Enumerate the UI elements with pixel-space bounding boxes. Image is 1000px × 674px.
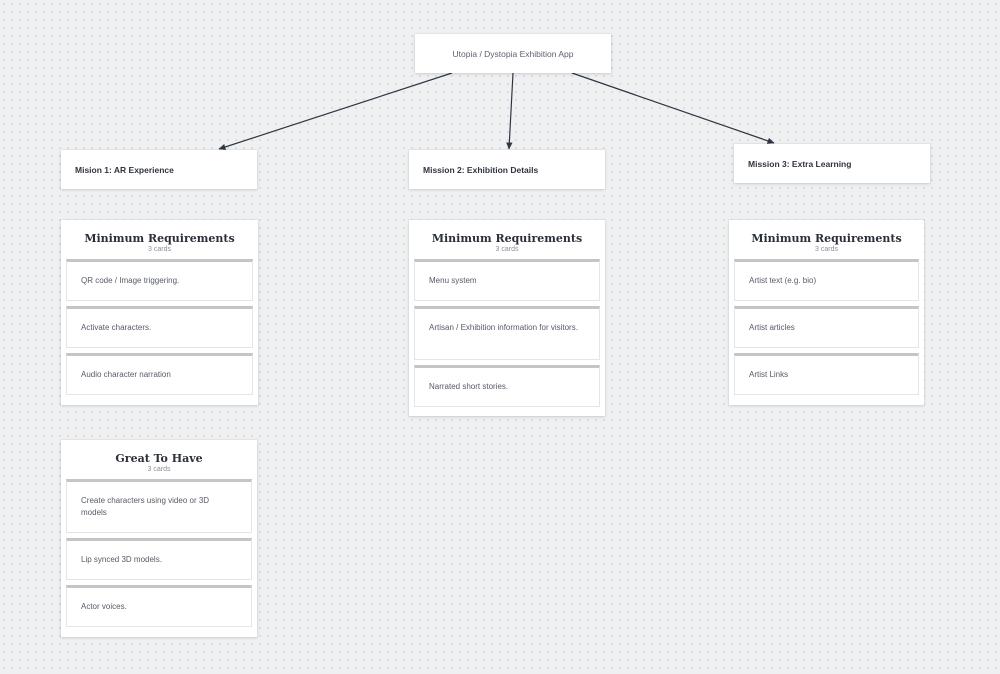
card-text: Artisan / Exhibition information for vis… bbox=[429, 323, 578, 332]
card[interactable]: Audio character narration bbox=[66, 353, 253, 395]
card[interactable]: Menu system bbox=[414, 259, 600, 301]
card[interactable]: Artist articles bbox=[734, 306, 919, 348]
card-text: Create characters using video or 3D mode… bbox=[81, 496, 210, 517]
card-text: QR code / Image triggering. bbox=[81, 276, 180, 285]
group-title: Minimum Requirements bbox=[84, 232, 235, 245]
group-card-count: 3 cards bbox=[148, 246, 171, 253]
card[interactable]: Artist Links bbox=[734, 353, 919, 395]
group-title: Minimum Requirements bbox=[431, 232, 583, 245]
card-group-mission-1-minimum[interactable]: Minimum Requirements 3 cards QR code / I… bbox=[61, 220, 258, 405]
connector-arrow-mission-1 bbox=[218, 72, 453, 151]
card-text: Actor voices. bbox=[81, 602, 127, 611]
card-text: Lip synced 3D models. bbox=[81, 555, 162, 564]
mission-node-1[interactable]: Mision 1: AR Experience bbox=[61, 150, 257, 189]
card[interactable]: Lip synced 3D models. bbox=[66, 538, 252, 580]
mission-node-label: Mision 1: AR Experience bbox=[75, 164, 174, 175]
card-text: Audio character narration bbox=[81, 370, 171, 379]
mission-node-3[interactable]: Mission 3: Extra Learning bbox=[734, 144, 930, 183]
mission-node-2[interactable]: Mission 2: Exhibition Details bbox=[409, 150, 605, 189]
card[interactable]: Artist text (e.g. bio) bbox=[734, 259, 919, 301]
card-text: Narrated short stories. bbox=[429, 382, 509, 391]
card-group-mission-2-minimum[interactable]: Minimum Requirements 3 cards Menu system… bbox=[409, 220, 605, 416]
mission-node-label: Mission 2: Exhibition Details bbox=[423, 164, 539, 175]
card-group-mission-3-minimum[interactable]: Minimum Requirements 3 cards Artist text… bbox=[729, 220, 924, 405]
root-node[interactable]: Utopia / Dystopia Exhibition App bbox=[415, 34, 611, 73]
group-title: Minimum Requirements bbox=[751, 232, 902, 245]
card-text: Activate characters. bbox=[81, 323, 152, 332]
card[interactable]: Create characters using video or 3D mode… bbox=[66, 479, 252, 533]
card[interactable]: Actor voices. bbox=[66, 585, 252, 627]
group-card-count: 3 cards bbox=[147, 466, 171, 473]
card[interactable]: Activate characters. bbox=[66, 306, 253, 348]
card[interactable]: Narrated short stories. bbox=[414, 365, 600, 407]
connector-arrow-mission-2 bbox=[506, 72, 514, 150]
card-text: Artist articles bbox=[749, 323, 795, 332]
root-node-label: Utopia / Dystopia Exhibition App bbox=[452, 48, 574, 59]
card[interactable]: QR code / Image triggering. bbox=[66, 259, 253, 301]
group-card-count: 3 cards bbox=[495, 246, 519, 253]
card-text: Artist Links bbox=[749, 370, 789, 379]
connector-arrow-mission-3 bbox=[571, 72, 775, 144]
card-text: Artist text (e.g. bio) bbox=[749, 276, 817, 285]
card[interactable]: Artisan / Exhibition information for vis… bbox=[414, 306, 600, 360]
card-group-great-to-have[interactable]: Great To Have 3 cards Create characters … bbox=[61, 440, 257, 637]
group-title: Great To Have bbox=[115, 452, 203, 465]
mission-node-label: Mission 3: Extra Learning bbox=[748, 158, 852, 169]
group-card-count: 3 cards bbox=[815, 246, 838, 253]
card-text: Menu system bbox=[429, 276, 477, 285]
